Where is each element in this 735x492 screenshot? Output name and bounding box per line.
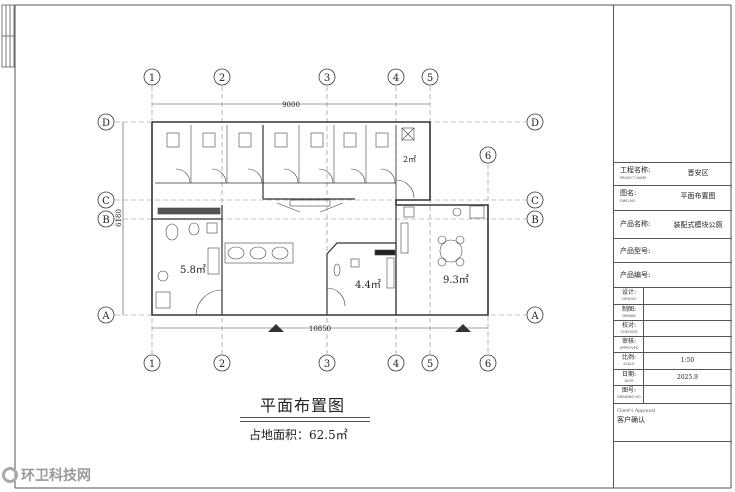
date-row: 日期:DATE 2025.9	[614, 369, 732, 386]
axis-1-top: 1	[149, 73, 155, 84]
product-number-row: 产品编号:	[614, 262, 732, 288]
walls	[151, 121, 489, 316]
watermark-logo: 环卫科技网	[2, 465, 91, 485]
axis-a-right: A	[530, 311, 539, 322]
client-approval-en: Client's Approval	[617, 409, 656, 414]
axis-b-right: B	[531, 215, 538, 226]
dimension-bottom: 10850	[309, 325, 331, 333]
axis-2-bottom: 2	[219, 359, 225, 370]
axis-5-top: 5	[427, 73, 433, 84]
scale-label: 比例:	[621, 354, 637, 361]
date-label-en: DATE	[624, 379, 634, 383]
drawing-no-row: 图号:DRAWING NO	[614, 385, 732, 404]
axis-d-right: D	[531, 118, 539, 129]
design-row: 设计:DESIGN	[614, 287, 732, 305]
drawn-label: 制图:	[621, 306, 637, 313]
scale-label-en: SCALE	[623, 362, 635, 366]
floor-area-text: 占地面积：62.5㎡	[249, 428, 348, 442]
axis-c-left: C	[102, 196, 110, 207]
watermark-text: 环卫科技网	[21, 468, 91, 484]
room-area-third-bathroom: 5.8㎡	[180, 264, 206, 276]
grid-lines	[115, 86, 526, 354]
drawing-no-label-en: DRAWING NO	[617, 395, 641, 399]
drawn-row: 制图:DRAWN	[614, 304, 732, 321]
axis-b-left: B	[102, 215, 109, 226]
drawing-value: 平面布置图	[680, 192, 716, 200]
drawing-no-label: 图号:	[621, 387, 637, 394]
checked-row: 校对:CHECKED	[614, 320, 732, 337]
design-label-en: DESIGN	[622, 297, 636, 301]
sheet-border	[1, 4, 732, 489]
client-approval-label: 客户确认	[617, 416, 645, 424]
project-label-en: PROJECT NAME	[620, 176, 647, 180]
drawing-name-row: 图名: DWG.NO 平面布置图	[614, 185, 732, 211]
axis-d-left: D	[102, 118, 110, 129]
drawing-label: 图名:	[620, 189, 637, 197]
scale-value: 1:50	[680, 357, 695, 364]
axis-6-bottom: 6	[485, 359, 491, 370]
axis-6-top: 6	[485, 151, 491, 162]
axis-labels: 1 2 3 4 5 6 1 2 3 4 5 6 D C B A D C B A	[101, 73, 539, 370]
project-value: 晋安区	[687, 169, 709, 177]
axis-4-top: 4	[393, 73, 399, 84]
date-label: 日期:	[621, 371, 637, 378]
dimension-lines	[122, 103, 488, 329]
date-value: 2025.9	[677, 374, 698, 381]
room-area-storage: 2㎡	[403, 155, 416, 164]
drawing-label-en: DWG.NO	[620, 199, 636, 203]
title-underline	[240, 421, 370, 422]
room-area-management: 4.4㎡	[355, 279, 381, 291]
product-name-value: 装配式模块公厕	[673, 221, 723, 229]
entrance-markers	[268, 324, 471, 332]
client-approval-row: Client's Approval 客户确认	[614, 403, 732, 442]
checked-label-en: CHECKED	[620, 330, 638, 334]
axis-a-left: A	[101, 311, 110, 322]
title-block: 工程名称: PROJECT NAME 晋安区 图名: DWG.NO 平面布置图 产品…	[613, 5, 732, 488]
scale-row: 比例:SCALE 1:50	[614, 352, 732, 370]
axis-bubbles	[97, 68, 544, 372]
checked-label: 校对:	[621, 322, 637, 329]
project-name-row: 工程名称: PROJECT NAME 晋安区	[614, 162, 732, 186]
toilet-stalls	[166, 125, 415, 184]
axis-2-top: 2	[219, 73, 225, 84]
dimension-left: 6180	[115, 209, 123, 227]
approved-label-en: APPROVED	[619, 346, 639, 350]
design-label: 设计:	[621, 289, 637, 296]
product-model-label: 产品型号:	[620, 247, 651, 255]
axis-4-bottom: 4	[393, 359, 399, 370]
drawn-label-en: DRAWN	[622, 314, 636, 318]
room-area-sanitation-rest: 9.3㎡	[443, 274, 469, 286]
page-title: 平面布置图	[260, 396, 346, 415]
dimension-top: 9000	[282, 101, 300, 109]
approved-row: 审核:APPROVED	[614, 336, 732, 353]
axis-3-bottom: 3	[324, 359, 330, 370]
approved-label: 审核:	[621, 338, 637, 345]
axis-3-top: 3	[324, 73, 330, 84]
fixtures	[155, 179, 485, 317]
logo-icon	[2, 467, 18, 483]
axis-1-bottom: 1	[149, 359, 155, 370]
product-model-row: 产品型号:	[614, 238, 732, 263]
product-number-label: 产品编号:	[620, 271, 651, 279]
product-name-label: 产品名称:	[620, 220, 651, 228]
project-label: 工程名称:	[620, 166, 651, 174]
axis-5-bottom: 5	[427, 359, 433, 370]
title-underline	[240, 417, 370, 418]
axis-c-right: C	[531, 196, 539, 207]
product-name-row: 产品名称: 装配式模块公厕	[614, 210, 732, 239]
